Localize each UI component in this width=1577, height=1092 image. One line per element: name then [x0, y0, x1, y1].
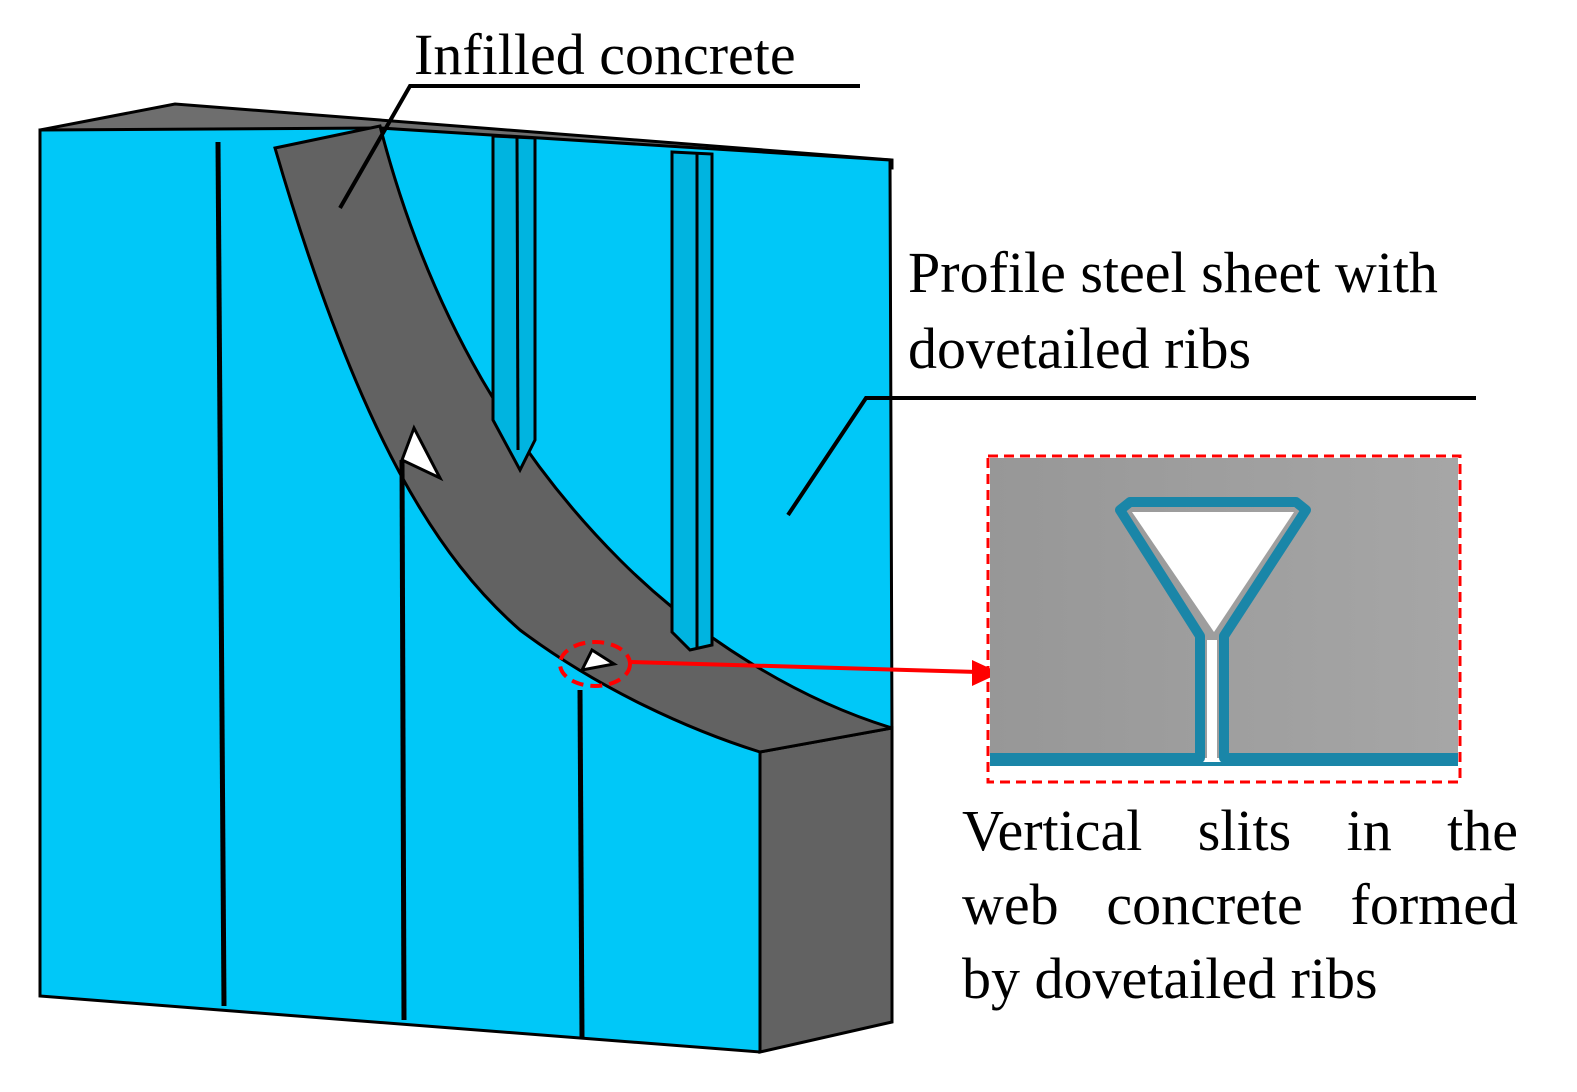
rib-slot-upper-1-groove	[515, 137, 520, 451]
label-profile-steel-sheet-line1: Profile steel sheet with	[908, 240, 1438, 305]
rib-line-1	[215, 141, 227, 1007]
leader-line-profile	[786, 396, 1476, 517]
rib-line-3	[577, 689, 585, 1039]
wall-side-face	[758, 726, 894, 1054]
callout-arrow-line	[629, 660, 979, 674]
detail-rib-outline	[990, 497, 1458, 763]
label-vertical-slits-line3: by dovetailed ribs	[962, 946, 1378, 1011]
rib-line-2	[399, 459, 407, 1021]
leader-line-infilled	[338, 84, 860, 209]
callout-arrowhead	[972, 660, 1000, 686]
detail-dovetail-void	[1132, 512, 1294, 632]
dovetail-notch-2	[579, 647, 619, 673]
label-vertical-slits-line2: web concrete formed	[962, 872, 1518, 937]
label-vertical-slits-line1: Vertical slits in the	[962, 798, 1518, 863]
rib-slot-upper-2	[670, 150, 714, 652]
dovetail-notch-1	[400, 424, 444, 482]
label-profile-steel-sheet-line2: dovetailed ribs	[908, 316, 1252, 381]
label-infilled-concrete: Infilled concrete	[414, 22, 796, 87]
rib-slot-upper-1	[491, 134, 537, 474]
detail-view-frame	[986, 454, 1462, 784]
